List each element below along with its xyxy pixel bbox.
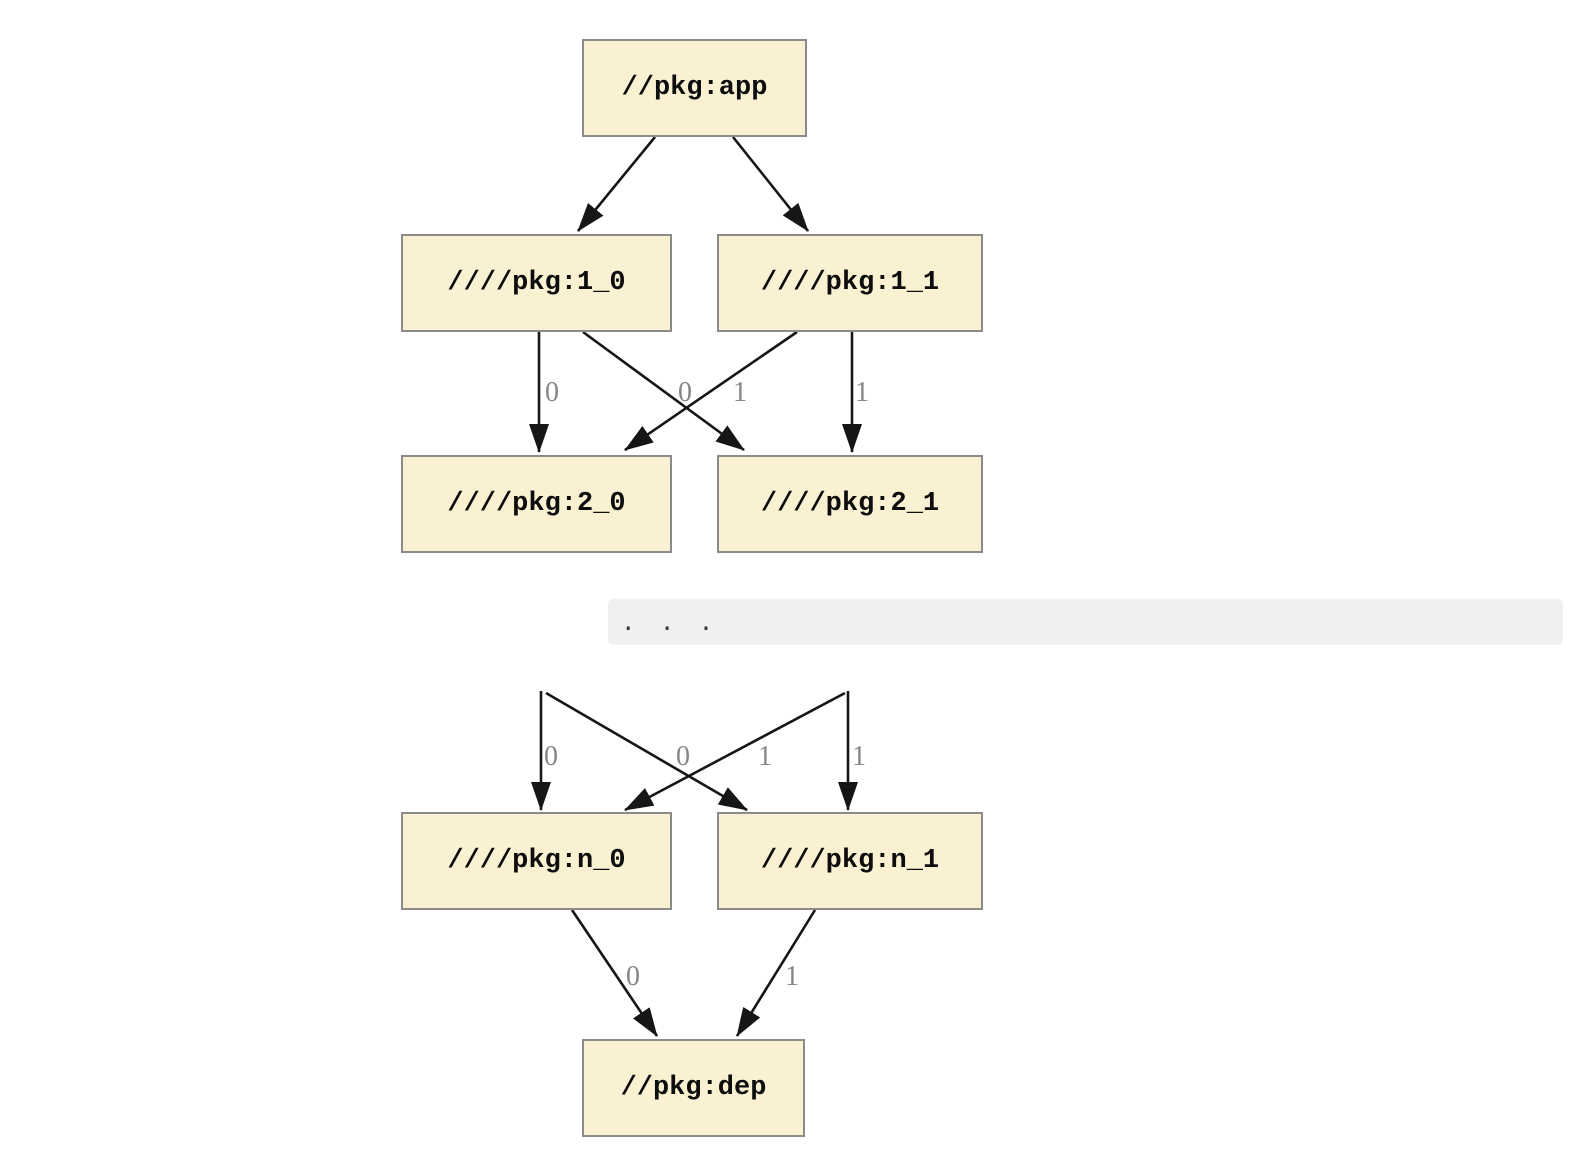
edge-app-to-1_1 [731, 136, 810, 232]
node-pkg-n_1: ////pkg:n_1 [717, 812, 983, 910]
edge-label-ellipsis-n_1-cross: 1 [758, 741, 772, 772]
edge-label-ellipsis-n_0-straight: 0 [544, 741, 558, 772]
edge-app-to-1_0 [576, 136, 657, 232]
edge-label-1_0-2_1: 1 [733, 377, 747, 408]
node-pkg-dep-label: //pkg:dep [620, 1073, 767, 1103]
node-pkg-n_0: ////pkg:n_0 [401, 812, 672, 910]
node-pkg-2_0-label: ////pkg:2_0 [447, 489, 626, 519]
edge-ellipsis-to-n_0-cross [624, 691, 846, 812]
edge-label-1_1-2_0: 0 [678, 377, 692, 408]
node-pkg-n_1-label: ////pkg:n_1 [760, 846, 940, 876]
ellipsis-band: . . . [608, 599, 1563, 645]
edge-label-n_1-dep: 1 [785, 961, 799, 992]
node-pkg-2_1: ////pkg:2_1 [717, 455, 983, 553]
node-pkg-1_1-label: ////pkg:1_1 [760, 268, 940, 298]
node-pkg-n_0-label: ////pkg:n_0 [447, 846, 626, 876]
node-pkg-app-label: //pkg:app [621, 73, 768, 103]
edge-ellipsis-to-n_1-cross [545, 691, 748, 812]
node-pkg-2_1-label: ////pkg:2_1 [760, 489, 940, 519]
ellipsis-dots: . . . [621, 608, 719, 636]
node-pkg-app: //pkg:app [582, 39, 807, 137]
node-pkg-2_0: ////pkg:2_0 [401, 455, 672, 553]
edge-label-ellipsis-n_0-cross: 0 [676, 741, 690, 772]
edge-1_1-to-2_0 [624, 330, 798, 452]
edge-label-n_0-dep: 0 [626, 961, 640, 992]
edge-1_0-to-2_1 [582, 330, 745, 452]
node-pkg-1_0: ////pkg:1_0 [401, 234, 672, 332]
node-pkg-1_0-label: ////pkg:1_0 [447, 268, 626, 298]
edge-n_0-to-dep [570, 909, 659, 1037]
edge-label-1_1-2_1: 1 [855, 377, 869, 408]
node-pkg-dep: //pkg:dep [582, 1039, 805, 1137]
edge-label-ellipsis-n_1-straight: 1 [852, 741, 866, 772]
edge-label-1_0-2_0: 0 [545, 377, 559, 408]
node-pkg-1_1: ////pkg:1_1 [717, 234, 983, 332]
edge-n_1-to-dep [735, 909, 817, 1037]
